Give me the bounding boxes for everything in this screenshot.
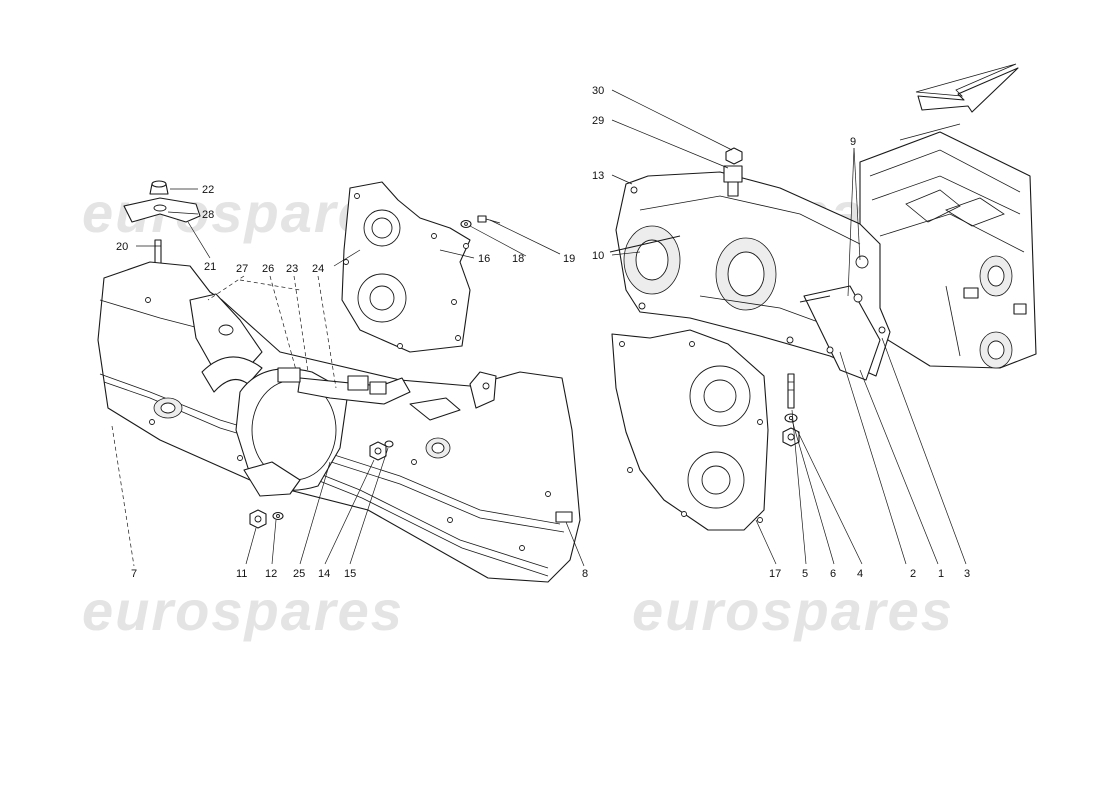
washer-18	[460, 219, 472, 229]
bracket-21	[123, 197, 201, 223]
callout-12: 12	[265, 568, 277, 580]
callout-18: 18	[512, 253, 524, 265]
callout-26: 26	[262, 263, 274, 275]
callout-7: 7	[131, 568, 137, 580]
washer-12	[272, 511, 284, 521]
washer-15	[384, 440, 394, 448]
callout-10: 10	[592, 250, 604, 262]
callout-21: 21	[204, 261, 216, 273]
nut-22	[149, 180, 169, 195]
leader-lines	[111, 89, 967, 567]
callout-27: 27	[236, 263, 248, 275]
callout-1: 1	[938, 568, 944, 580]
callout-3: 3	[964, 568, 970, 580]
callout-13: 13	[592, 170, 604, 182]
callout-15: 15	[344, 568, 356, 580]
callout-2: 2	[910, 568, 916, 580]
callout-6: 6	[830, 568, 836, 580]
callout-11: 11	[236, 568, 247, 580]
screw-30	[725, 147, 743, 165]
callout-4: 4	[857, 568, 863, 580]
callout-17: 17	[769, 568, 781, 580]
callout-23: 23	[286, 263, 298, 275]
washer-6	[784, 413, 798, 423]
nut-11	[249, 509, 267, 529]
callout-labels: 22 28 20 21 27 26 23 24 16 18 19 7 11 12…	[116, 85, 970, 580]
callout-25: 25	[293, 568, 305, 580]
direction-arrow-icon	[915, 63, 1019, 113]
callout-20: 20	[116, 241, 128, 253]
callout-24: 24	[312, 263, 324, 275]
callout-30: 30	[592, 85, 604, 97]
watermark-bottom-right: eurospares	[632, 579, 954, 642]
callout-28: 28	[202, 209, 214, 221]
timing-cover-gasket-right	[611, 329, 769, 531]
callout-16: 16	[478, 253, 490, 265]
screw-19	[477, 215, 501, 224]
timing-cover-gasket-upper	[341, 181, 471, 353]
sensor-29	[723, 165, 743, 197]
callout-14: 14	[318, 568, 330, 580]
callout-29: 29	[592, 115, 604, 127]
timing-housing	[609, 171, 891, 381]
callout-19: 19	[563, 253, 575, 265]
callout-22: 22	[202, 184, 214, 196]
stud-5	[787, 373, 795, 409]
callout-9: 9	[850, 136, 856, 148]
callout-8: 8	[582, 568, 588, 580]
nut-14	[369, 441, 387, 461]
watermark-bottom-left: eurospares	[82, 579, 404, 642]
callout-5: 5	[802, 568, 808, 580]
timing-cover-main	[97, 261, 581, 583]
